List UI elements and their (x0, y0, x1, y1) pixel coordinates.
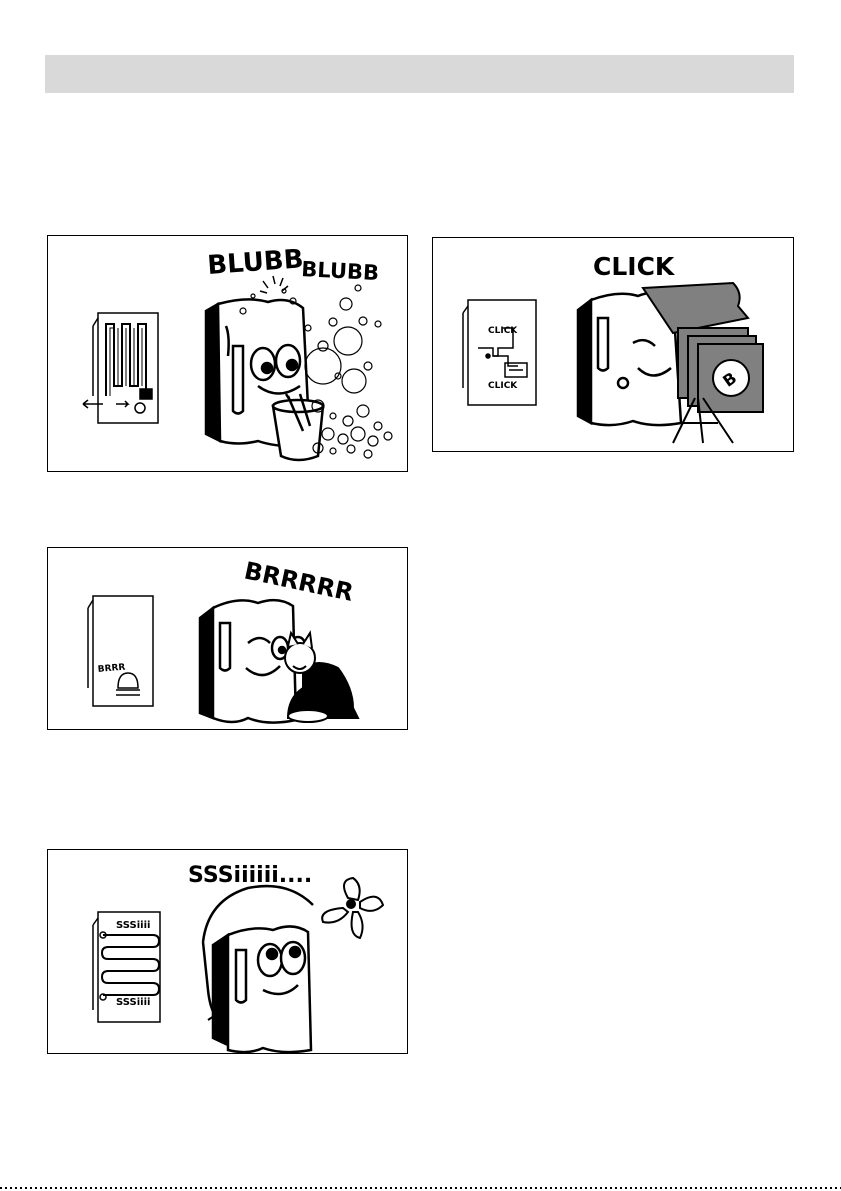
sound-word-click: CLICK (593, 252, 676, 281)
illustration-sss: SSSiiii SSSiiii SSSiiiiii.... (47, 849, 408, 1054)
sound-word-blubb-2: BLUBB (301, 257, 380, 285)
page-bottom-crop-line (0, 1187, 841, 1189)
sound-word-blubb-1: BLUBB (206, 244, 304, 281)
fridge-character (203, 886, 313, 1052)
sound-word-brrr: BRRRRR (242, 556, 356, 606)
schematic-label-sss-top: SSSiiii (116, 920, 150, 931)
schematic-label-click-bottom: CLICK (488, 381, 518, 391)
illustration-brrr: BRRR BRRRRR (47, 547, 408, 730)
fridge-schematic (83, 313, 158, 423)
schematic-label-click-top: CLICK (488, 326, 518, 336)
schematic-label-sss-bottom: SSSiiii (116, 997, 150, 1008)
sound-word-sss: SSSiiiiii.... (188, 863, 312, 888)
schematic-label-brrr: BRRR (97, 663, 125, 675)
illustration-click: CLICK CLICK B CLICK (432, 237, 794, 452)
fridge-schematic (88, 596, 153, 706)
illustration-blubb: BLUBB BLUBB (47, 235, 408, 472)
butterfly-icon (322, 878, 383, 938)
section-header-bar (45, 55, 794, 93)
fridge-character (206, 299, 323, 460)
